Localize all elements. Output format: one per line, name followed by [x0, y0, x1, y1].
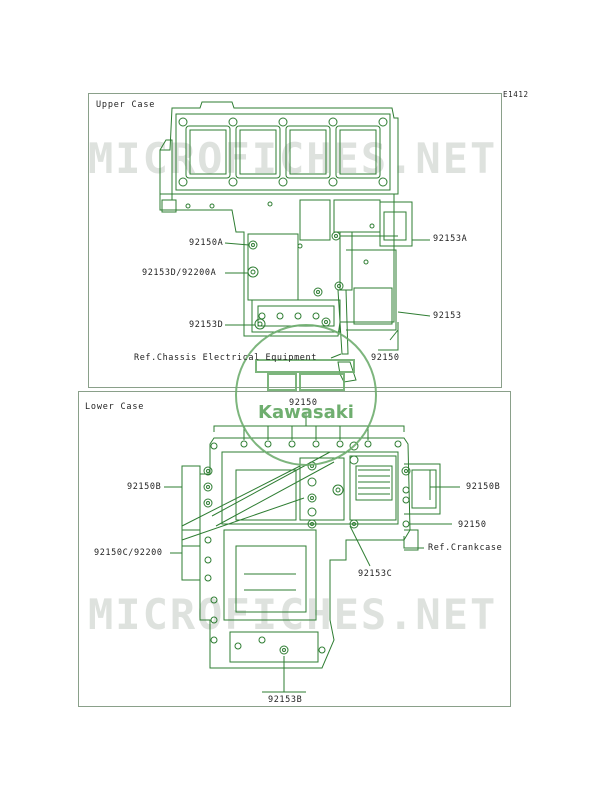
diagram-code: E1412 — [503, 90, 529, 99]
upper-leaders — [224, 201, 431, 359]
lower-case-frame — [78, 391, 511, 707]
label-92150b-left: 92150B — [127, 482, 162, 492]
label-92150-lower-right: 92150 — [458, 520, 487, 530]
upper-case-body — [159, 101, 413, 383]
label-ref-chassis: Ref.Chassis Electrical Equipment — [134, 353, 317, 363]
label-92153c: 92153C — [358, 569, 393, 579]
label-92153a: 92153A — [433, 234, 468, 244]
lower-case-body — [181, 437, 441, 669]
lower-case-title: Lower Case — [85, 402, 145, 412]
upper-case-title: Upper Case — [96, 100, 156, 110]
label-92153: 92153 — [433, 311, 462, 321]
lower-leaders — [164, 412, 460, 693]
label-ref-crankcase: Ref.Crankcase — [428, 543, 503, 553]
watermark-bottom: MICROFICHES.NET — [88, 590, 498, 639]
label-92150c-92200: 92150C/92200 — [94, 548, 163, 558]
label-92150a: 92150A — [189, 238, 224, 248]
label-92153d-92200a: 92153D/92200A — [142, 268, 217, 278]
label-92150b-right: 92150B — [466, 482, 501, 492]
label-92150-lower-top: 92150 — [289, 398, 318, 408]
label-92150-upper: 92150 — [371, 353, 400, 363]
label-92153d: 92153D — [189, 320, 224, 330]
label-92153b: 92153B — [268, 695, 303, 705]
kawasaki-logo — [235, 324, 377, 466]
watermark-top: MICROFICHES.NET — [88, 134, 498, 183]
kawasaki-logo-text: Kawasaki — [258, 402, 354, 423]
